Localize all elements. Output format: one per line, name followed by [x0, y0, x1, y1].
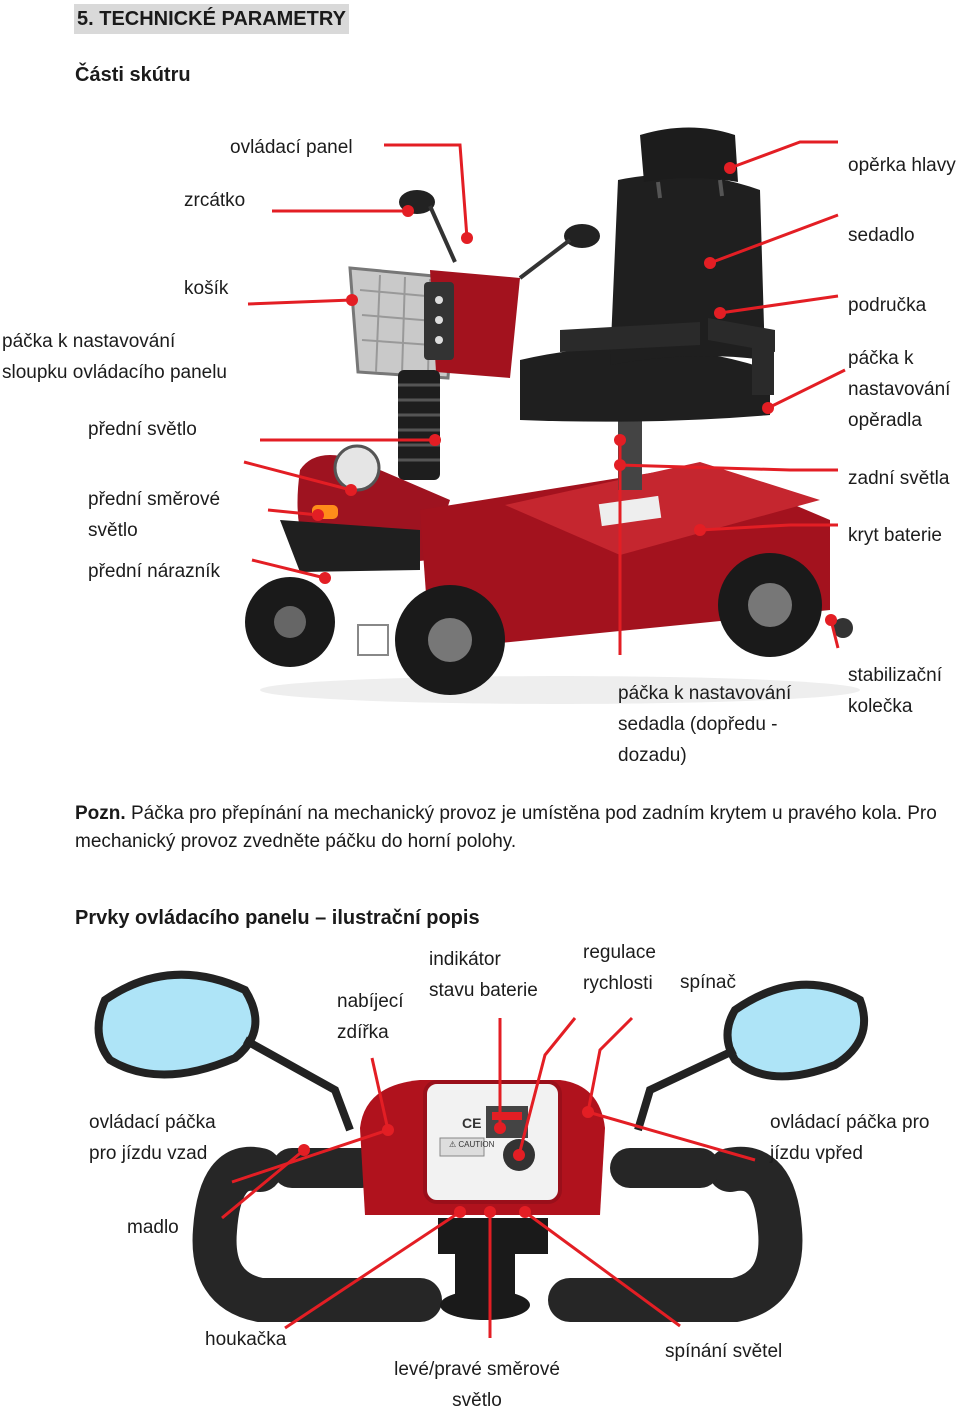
- scooter-mirror-image: [399, 190, 600, 280]
- ce-mark: CE: [462, 1115, 482, 1131]
- note-prefix: Pozn.: [75, 803, 126, 824]
- label-key-switch: spínač: [680, 972, 736, 993]
- label-control-panel: ovládací panel: [230, 137, 353, 158]
- panel-callouts: [221, 1016, 756, 1338]
- label-column-lever: páčka k nastavování sloupku ovládacího p…: [2, 331, 228, 383]
- label-front-bumper: přední nárazník: [88, 561, 221, 582]
- note-text: Páčka pro přepínání na mechanický provoz…: [75, 803, 937, 852]
- label-battery-cover: kryt baterie: [848, 525, 942, 546]
- caution-label: ⚠ CAUTION: [449, 1140, 495, 1149]
- label-seat: sedadlo: [848, 225, 915, 246]
- label-charging-port: nabíjecí zdířka: [337, 991, 404, 1043]
- label-front-light: přední světlo: [88, 419, 197, 440]
- label-light-switch: spínání světel: [665, 1341, 783, 1362]
- seat-image: [520, 127, 775, 422]
- label-rear-lights: zadní světla: [848, 468, 950, 489]
- label-battery-indicator: indikátor stavu baterie: [429, 949, 538, 1001]
- label-basket: košík: [184, 278, 229, 299]
- scooter-callouts: [243, 140, 846, 655]
- label-reverse-lever: ovládací páčka pro jízdu vzad: [89, 1112, 216, 1164]
- label-front-indicator: přední směrové světlo: [88, 489, 221, 541]
- handlebar-image: [192, 1146, 803, 1322]
- label-armrest: područka: [848, 295, 927, 316]
- label-speed-control: regulace rychlosti: [583, 942, 656, 994]
- mechanical-mode-note: Pozn. Páčka pro přepínání na mechanický …: [75, 800, 960, 856]
- label-seat-slide-lever: páčka k nastavování sedadla (dopředu - d…: [618, 683, 792, 766]
- console-image: [360, 1080, 605, 1320]
- column-bellows: [398, 370, 440, 480]
- label-handlebar: madlo: [127, 1217, 179, 1238]
- panel-callout-dots: [298, 1106, 594, 1218]
- panel-mirrors: [94, 970, 869, 1132]
- label-headrest: opěrka hlavy: [848, 155, 956, 176]
- wheels: [245, 553, 853, 695]
- panel-title: Prvky ovládacího panelu – ilustrační pop…: [75, 907, 480, 929]
- label-backrest-lever: páčka k nastavování opěradla: [848, 348, 951, 431]
- label-mirror: zrcátko: [184, 190, 246, 211]
- section-heading: 5. TECHNICKÉ PARAMETRY: [74, 4, 349, 34]
- scooter-callout-dots: [312, 162, 837, 626]
- label-anti-tip-wheels: stabilizační kolečka: [848, 665, 942, 717]
- label-forward-lever: ovládací páčka pro jízdu vpřed: [770, 1112, 930, 1164]
- label-horn: houkačka: [205, 1329, 287, 1350]
- parts-title: Části skútru: [75, 64, 191, 86]
- label-turn-signal: levé/pravé směrové světlo: [394, 1359, 560, 1411]
